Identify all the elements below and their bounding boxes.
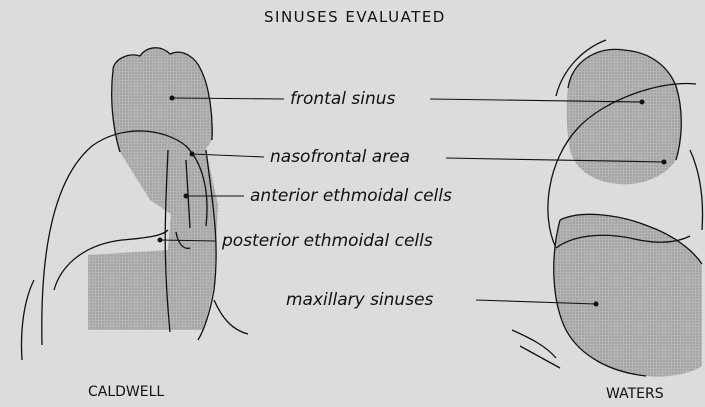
waters-view [512, 40, 703, 377]
posterior-ethmoidal-cells-label: posterior ethmoidal cells [221, 231, 433, 251]
anterior-ethmoidal-cells-label: anterior ethmoidal cells [250, 186, 452, 206]
label-anterior-ethmoidal-cells: anterior ethmoidal cells [184, 186, 452, 206]
waters-right-edge [690, 150, 703, 230]
nasofrontal-area-label: nasofrontal area [270, 147, 410, 167]
maxillary-sinuses-label: maxillary sinuses [286, 290, 434, 310]
label-maxillary-sinuses: maxillary sinuses [286, 290, 599, 310]
nasofrontal-right-marker [662, 160, 667, 165]
caldwell-view-label: CALDWELL [88, 384, 164, 400]
caldwell-view [22, 48, 249, 360]
waters-view-label: WATERS [606, 386, 664, 402]
diagram-title: SINUSES EVALUATED [264, 8, 446, 26]
frontal-right-marker [640, 100, 645, 105]
waters-lower-outline [512, 330, 560, 368]
caldwell-maxillary-shape [88, 250, 170, 330]
frontal-sinus-label: frontal sinus [290, 89, 395, 109]
maxillary-marker [594, 302, 599, 307]
